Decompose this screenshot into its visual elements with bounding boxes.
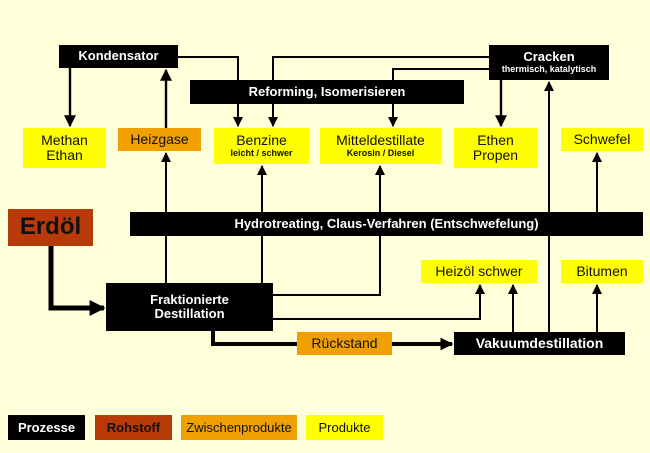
product-ethan-label: Ethan [46, 147, 83, 163]
process-vakuumdestillation: Vakuumdestillation [454, 332, 625, 355]
process-cracken-sublabel: thermisch, katalytisch [501, 64, 597, 75]
process-vakuum-label: Vakuumdestillation [475, 334, 604, 351]
product-benzine: Benzine leicht / schwer [214, 128, 309, 164]
product-benzine-sublabel: leicht / schwer [230, 148, 293, 159]
product-schwefel-label: Schwefel [573, 130, 631, 147]
intermediate-rueckstand-label: Rückstand [311, 334, 378, 351]
process-fraktionierte-destillation: Fraktionierte Destillation [106, 283, 273, 331]
arrow-fraktionierte-mittel [273, 165, 385, 296]
intermediate-rueckstand: Rückstand [297, 332, 392, 355]
arrow-fraktionierte-heizoel [273, 284, 485, 320]
product-heizoel-label: Heizöl schwer [435, 262, 523, 279]
arrow-erdoel-fraktionierte [48, 246, 106, 317]
product-bitumen: Bitumen [561, 260, 643, 283]
product-ethen-label: Ethen [477, 131, 514, 148]
product-methan-label: Methan [41, 131, 88, 148]
process-kondensator-label: Kondensator [78, 48, 159, 64]
product-heizoel-schwer: Heizöl schwer [421, 260, 537, 283]
intermediate-heizgase-label: Heizgase [130, 130, 189, 147]
process-cracken: Cracken thermisch, katalytisch [489, 45, 609, 80]
process-reforming: Reforming, Isomerisieren [190, 80, 464, 104]
process-hydrotreating: Hydrotreating, Claus-Verfahren (Entschwe… [130, 212, 643, 236]
legend-produkte: Produkte [306, 415, 383, 440]
legend-zwischenprodukte-label: Zwischenprodukte [186, 420, 292, 435]
arrow-fraktionierte-rueckstand [211, 331, 297, 346]
legend-zwischenprodukte: Zwischenprodukte [181, 415, 297, 440]
legend-prozesse-label: Prozesse [17, 420, 76, 435]
product-methan-ethan: Methan Ethan [23, 128, 106, 168]
product-propen-label: Propen [472, 147, 519, 163]
product-mittel-sublabel: Kerosin / Diesel [346, 148, 415, 159]
product-schwefel: Schwefel [561, 128, 643, 151]
process-fraktionierte-line1: Fraktionierte [150, 291, 229, 307]
product-mitteldestillate: Mitteldestillate Kerosin / Diesel [320, 128, 441, 164]
intermediate-heizgase: Heizgase [118, 128, 201, 151]
legend-prozesse: Prozesse [8, 415, 85, 440]
process-hydrotreating-label: Hydrotreating, Claus-Verfahren (Entschwe… [234, 215, 539, 231]
process-cracken-label: Cracken [523, 48, 575, 64]
legend-produkte-label: Produkte [318, 420, 371, 435]
product-mittel-label: Mitteldestillate [336, 131, 425, 148]
process-kondensator: Kondensator [59, 45, 178, 68]
arrow-cracken-mittel [388, 68, 489, 127]
legend-rohstoff: Rohstoff [95, 415, 172, 440]
process-fraktionierte-line2: Destillation [154, 306, 225, 321]
legend-rohstoff-label: Rohstoff [106, 420, 161, 435]
product-benzine-label: Benzine [236, 131, 287, 148]
product-ethen-propen: Ethen Propen [454, 128, 537, 168]
raw-erdoel-label: Erdöl [19, 213, 82, 241]
process-reforming-label: Reforming, Isomerisieren [248, 83, 406, 99]
product-bitumen-label: Bitumen [576, 262, 628, 279]
raw-erdoel: Erdöl [8, 209, 93, 246]
